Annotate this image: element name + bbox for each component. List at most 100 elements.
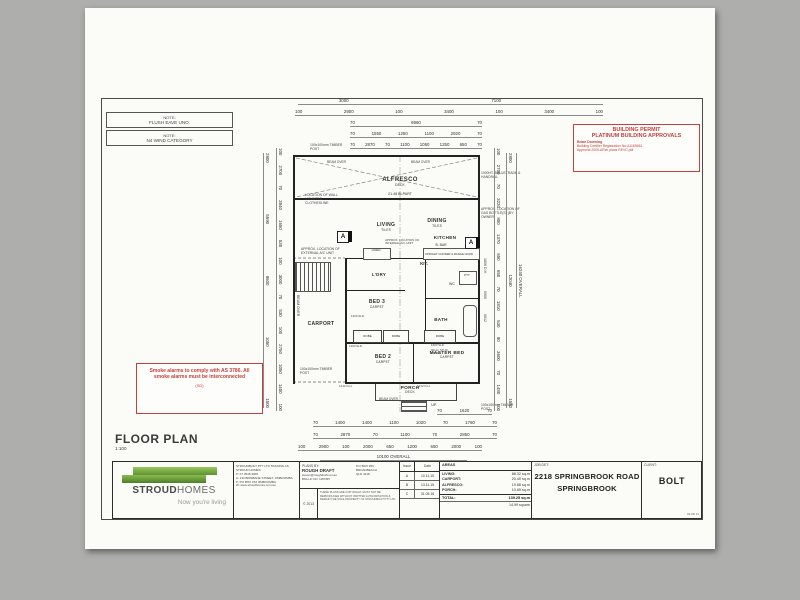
title-block: STROUDHOMES Now you're living STROUDBUIL…: [112, 461, 702, 519]
window-label: 1212 D.H.: [417, 384, 431, 388]
plan-scale: 1:100: [115, 446, 127, 451]
stroud-logo-icon: [133, 467, 217, 475]
room-name: CARPORT: [307, 321, 335, 327]
issue-date: 13.11.15: [421, 483, 434, 487]
issue-header-row: Issue Date: [400, 462, 440, 472]
room-name: DINING: [427, 218, 447, 224]
section-marker-bar: [476, 237, 480, 248]
areas-header: AREAS: [440, 462, 532, 471]
gas-bottle-note: APPROX. LOCATION OF GAS BOTTLE(S) (BY OW…: [481, 207, 520, 219]
dim-chain-left-inner: 100 2700 70 3840 1650 530 100 3000 70 53…: [276, 148, 283, 411]
sheet-number: 02 OF 11: [687, 512, 699, 516]
dim-chain-right-mid: 2800 12040 1580: [506, 153, 513, 408]
room-name: BED 2: [374, 354, 392, 360]
area-label: PORCH:: [442, 488, 457, 493]
external-ac-note: APPROX. LOCATION OF EXTERNAL A/C UNIT: [301, 247, 340, 255]
issue-letter: B: [400, 481, 415, 489]
dim-row-top-2: 100 2900 100 3400 100 3400 100: [295, 109, 603, 116]
robe-box: ROBE: [424, 330, 456, 343]
plans-by-name: ROUGH DRAFT: [302, 468, 335, 473]
linen-label: LINEN: [371, 248, 381, 252]
copyright-year: © 2013: [300, 489, 318, 519]
wall: [293, 155, 480, 157]
plans-by-cell: PLANS BY: ROUGH DRAFT steven@roughdraft.…: [299, 462, 400, 519]
note-text: FLUSH EAVE UNO.: [148, 120, 190, 125]
area-row: PORCH:10.65 sq.m: [442, 488, 530, 493]
company-line: STROUD HOMES:: [236, 467, 262, 472]
client-cell: CLIENT: BOLT 02 OF 11: [641, 462, 702, 518]
company-line: A: 133 BRISBANE STREET, JIMBOOMBA: [236, 475, 293, 480]
wall-carport: [345, 258, 347, 382]
drawing-sheet: NOTE: FLUSH EAVE UNO. NOTE: N4 WIND CATE…: [85, 8, 715, 549]
section-marker-a: A: [337, 231, 349, 243]
logo-cell: STROUDHOMES Now you're living: [113, 462, 233, 518]
room-carport: CARPORT: [299, 321, 343, 328]
dim-row-bottom-1: 70 1620 70: [437, 408, 492, 415]
wall-bath: [425, 298, 478, 299]
room-name: MASTER BED: [429, 351, 465, 356]
plans-by-group: PLANS BY: ROUGH DRAFT steven@roughdraft.…: [302, 464, 350, 481]
job-label: JOB DET:: [534, 463, 549, 467]
client-label: CLIENT:: [644, 463, 657, 467]
plans-by-label: PLANS BY:: [302, 464, 320, 468]
note-flush-eave: NOTE: FLUSH EAVE UNO.: [106, 112, 233, 128]
issue-col-header: Issue: [400, 462, 415, 471]
pantry-label: PTY: [464, 273, 470, 277]
issue-date: 10.11.15: [421, 474, 434, 478]
sliding-door-label: 1600 SLD.: [431, 343, 445, 347]
brand-bold: STROUD: [132, 485, 177, 496]
area-row: LIVING:88.32 sq.m: [442, 472, 530, 477]
bath-tub: [463, 305, 477, 337]
permit-certifier: Brian Downing: [577, 140, 603, 144]
internal-ac-note: APPROX. LOCATION OF INTERNAL A/C UNIT: [385, 238, 420, 246]
brand-tagline: Now you're living: [177, 499, 226, 506]
company-line: STROUDBUILT PTY LTD TRADING AS: [236, 464, 289, 468]
total-value: 139.25 sq.m: [508, 496, 530, 501]
room-name: ALFRESCO: [382, 177, 418, 183]
copyright-text: THESE PLANS ARE COPYRIGHT, MUST NOT BE R…: [320, 491, 396, 501]
dim-row-bottom-3: 70 2870 70 1100 70 2850 70: [313, 432, 497, 439]
issue-letter: C: [400, 490, 415, 498]
room-finish: TILES: [381, 227, 391, 232]
section-marker-bar: [348, 231, 352, 242]
permit-line1: BUILDING PERMIT: [612, 127, 661, 133]
job-details-cell: JOB DET: 2218 SPRINGBROOK ROAD SPRINGBRO…: [531, 462, 642, 518]
dim-value: 3000: [338, 98, 349, 103]
copyright-row: © 2013 THESE PLANS ARE COPYRIGHT, MUST N…: [300, 488, 400, 519]
sliding-door-label: 1300 SLD.: [351, 314, 365, 318]
smoke-detector-symbol: (SD): [195, 382, 204, 388]
plans-by-licence: BSA LIC NO. 1187365: [302, 477, 330, 481]
dim-chain-left-outer: 2800 5590 9600 1050 1500: [263, 153, 270, 408]
room-ldry: L'DRY: [365, 272, 393, 278]
dim-row-top-1: 3000 7100: [298, 98, 603, 105]
dim-row-bottom-4: 100 2900 100 2000 650 1200 650 2000 100: [298, 444, 482, 451]
room-name: BATH: [434, 317, 448, 322]
window-label: 0612: [483, 314, 487, 322]
dim-chain-right-inner: 100 2700 70 3220 800 1370 650 650 70 181…: [494, 148, 501, 411]
area-label: LIVING:: [442, 472, 456, 476]
issue-table: Issue Date A 10.11.15 B 13.11.15 C 31.05…: [399, 462, 440, 518]
balustrade-note: 1000HT. BALUSTRADE & HANDRAIL: [481, 171, 521, 179]
permit-approval: Approval 2005-ARch plans REVC.pdf: [577, 148, 634, 152]
dim-row-top-4: 70 1550 1250 1100 2920 70: [350, 131, 482, 138]
beam-over-note: BEAM OVER: [411, 160, 430, 164]
porch-steps: [401, 401, 427, 412]
breakfast-bar-label: B. BAR: [435, 243, 447, 247]
issue-row: B 13.11.15: [400, 481, 440, 490]
note-text: N4 WIND CATEGORY: [146, 138, 193, 143]
company-line: W: www.stroudhomes.com.au: [236, 483, 276, 488]
company-line: P: 07 3548 3000: [236, 471, 259, 476]
room-finish: CARPET: [439, 355, 455, 360]
note-label: NOTE:: [163, 115, 176, 120]
job-address-line2: SPRINGBROOK: [557, 484, 617, 493]
dim-row-top-5: 70 2870 70 1100 1050 1250 650 70: [350, 142, 482, 149]
beam-over-note: BEAM OVER: [327, 160, 346, 164]
wall: [345, 258, 480, 259]
room-kitchen: KITCHEN: [423, 235, 467, 240]
wc-label: WC: [449, 282, 455, 286]
permit-line2: PLATINUM BUILDING APPROVALS: [591, 133, 682, 139]
room-bath: BATH: [427, 317, 455, 322]
sliding-door-label: 1200 SLD.: [349, 344, 363, 348]
brand-light: HOMES: [176, 485, 216, 496]
